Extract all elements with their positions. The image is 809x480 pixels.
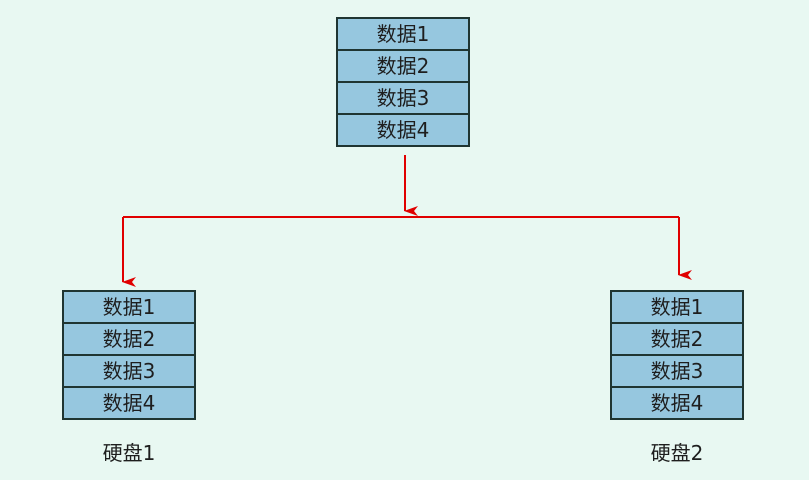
disk2-cell-4: 数据4 bbox=[650, 391, 704, 415]
disk2-cell-2: 数据2 bbox=[612, 324, 742, 356]
source-cell-3: 数据3 bbox=[338, 83, 468, 115]
disk2-cell-3: 数据3 bbox=[612, 356, 742, 388]
source-data-stack: 数据1 数据2 数据3 数据4 bbox=[336, 17, 470, 147]
source-cell-1: 数据1 bbox=[338, 19, 468, 51]
disk2-label: 硬盘2 bbox=[650, 441, 704, 465]
source-cell-2: 数据2 bbox=[338, 51, 468, 83]
disk1-cell-1: 数据1 bbox=[64, 292, 194, 324]
disk2-data-stack: 数据1 数据2 数据3 数据4 bbox=[610, 290, 744, 420]
disk2-cell-1: 数据1 bbox=[612, 292, 742, 324]
disk1-label: 硬盘1 bbox=[102, 441, 156, 465]
disk1-cell-2: 数据2 bbox=[64, 324, 194, 356]
disk1-data-stack: 数据1 数据2 数据3 数据4 bbox=[62, 290, 196, 420]
disk1-cell-3: 数据3 bbox=[64, 356, 194, 388]
source-cell-4: 数据4 bbox=[376, 118, 430, 142]
disk1-cell-4: 数据4 bbox=[102, 391, 156, 415]
